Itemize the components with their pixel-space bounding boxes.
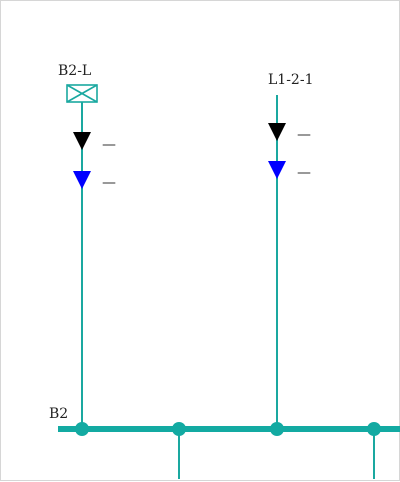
arrow-blue-icon[interactable] (268, 161, 286, 179)
arrow-black-icon[interactable] (268, 123, 286, 141)
bus-node[interactable] (367, 422, 381, 436)
bus-b2[interactable]: B2 (49, 406, 400, 479)
bus-node[interactable] (172, 422, 186, 436)
arrow2-value: — (297, 165, 311, 181)
bus-node[interactable] (270, 422, 284, 436)
feeder-label: B2-L (58, 63, 91, 79)
bus-label: B2 (49, 406, 68, 422)
arrow-blue-icon[interactable] (73, 171, 91, 189)
bus-node[interactable] (75, 422, 89, 436)
arrow1-value: — (297, 127, 311, 143)
feeder-b2-l[interactable]: B2-L — — (58, 63, 116, 429)
arrow2-value: — (102, 175, 116, 191)
boxed-x-icon[interactable] (66, 84, 98, 103)
arrow1-value: — (102, 137, 116, 153)
feeder-label: L1-2-1 (268, 72, 313, 88)
feeder-l1-2-1[interactable]: L1-2-1 — — (268, 72, 313, 429)
arrow-black-icon[interactable] (73, 132, 91, 150)
